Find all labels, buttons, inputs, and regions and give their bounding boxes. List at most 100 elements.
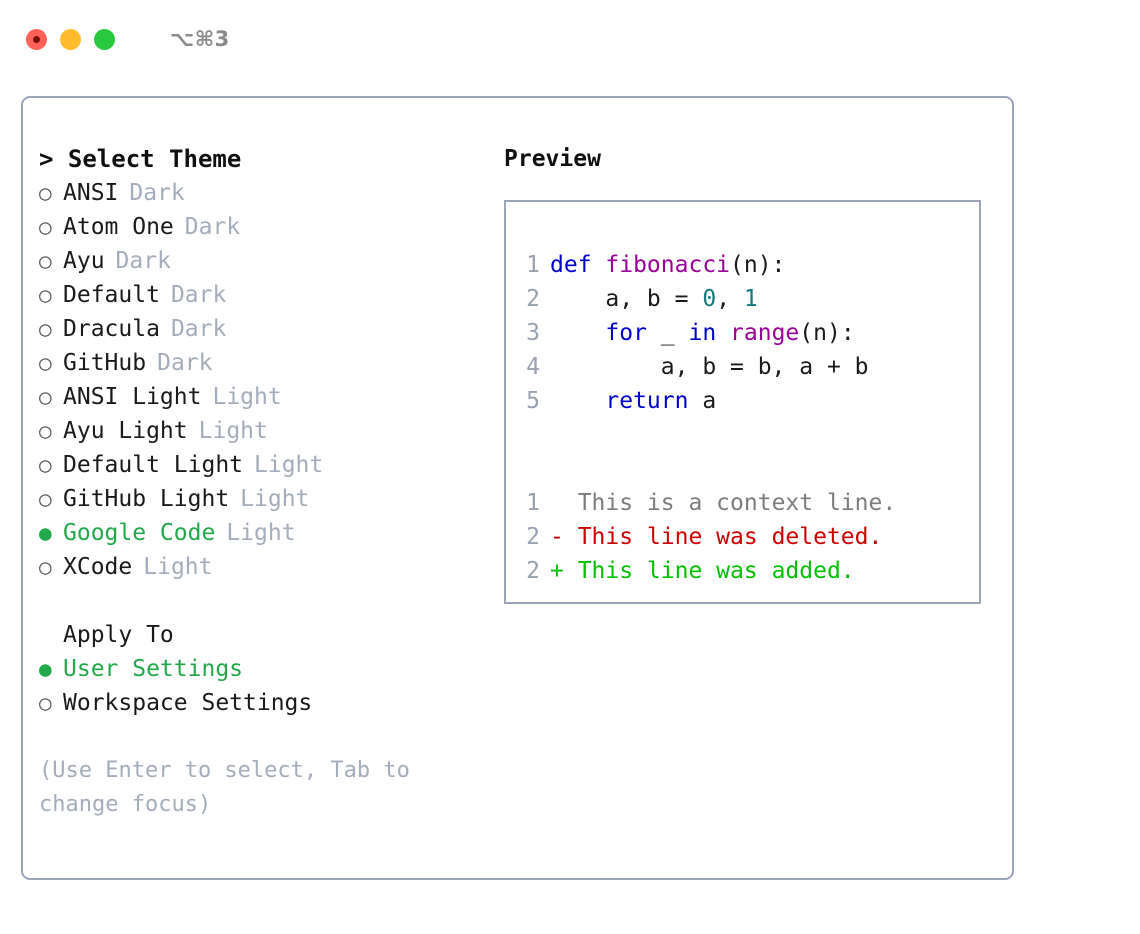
theme-name: Default Light (63, 452, 244, 478)
theme-kind: Dark (157, 350, 213, 376)
radio-unselected-icon: ○ (39, 181, 52, 205)
theme-list: ○ ANSI Dark ○ Atom One Dark ○ Ayu Dark (39, 176, 485, 584)
radio-selected-icon: ● (39, 521, 52, 545)
radio-selected-icon: ● (39, 657, 52, 681)
radio-unselected-icon: ○ (39, 283, 52, 307)
theme-name: ANSI Light (63, 384, 202, 410)
radio-unselected-icon: ○ (39, 385, 52, 409)
code-token: , (716, 286, 744, 312)
code-token (550, 320, 605, 346)
code-content: return a (550, 384, 716, 418)
radio-unselected-icon: ○ (39, 419, 52, 443)
select-theme-header: > Select Theme (39, 145, 242, 173)
theme-option-ansi-light[interactable]: ○ ANSI Light Light (39, 380, 485, 414)
code-row: 3 for _ in range(n): (522, 316, 979, 350)
code-token (716, 320, 730, 346)
maximize-window-button[interactable] (94, 28, 115, 50)
theme-name: Atom One (63, 214, 174, 240)
theme-option-default[interactable]: ○ Default Dark (39, 278, 485, 312)
line-number: 3 (526, 320, 540, 346)
main-frame: > Select Theme ○ ANSI Dark ○ Atom One Da… (21, 96, 1014, 880)
diff-marker: + (550, 558, 564, 584)
theme-kind: Light (254, 452, 324, 478)
line-number: 2 (526, 286, 540, 312)
theme-option-github[interactable]: ○ GitHub Dark (39, 346, 485, 380)
radio-unselected-icon: ○ (39, 453, 52, 477)
code-row: 1 def fibonacci(n): (522, 248, 979, 282)
code-token: a, b = b, a + b (550, 354, 869, 380)
apply-to-label: Workspace Settings (63, 690, 313, 716)
radio-unselected-icon: ○ (39, 691, 52, 715)
theme-option-default-light[interactable]: ○ Default Light Light (39, 448, 485, 482)
theme-picker-panel: > Select Theme ○ ANSI Dark ○ Atom One Da… (23, 142, 485, 878)
code-token: 0 (702, 286, 717, 312)
apply-to-list: ● User Settings ○ Workspace Settings (39, 652, 485, 720)
apply-to-label: User Settings (63, 656, 244, 682)
line-number: 2 (526, 524, 540, 550)
theme-option-ayu[interactable]: ○ Ayu Dark (39, 244, 485, 278)
theme-option-atom-one[interactable]: ○ Atom One Dark (39, 210, 485, 244)
diff-content: This line was deleted. (563, 524, 883, 550)
preview-box: 1 def fibonacci(n): 2 a, b = 0, 1 3 for … (504, 200, 981, 604)
theme-kind: Dark (115, 248, 171, 274)
code-token (550, 388, 605, 414)
preview-panel: Preview 1 def fibonacci(n): 2 a, b = 0, … (485, 142, 1012, 878)
theme-kind: Dark (184, 214, 241, 240)
code-token: for (605, 320, 647, 346)
theme-kind: Dark (129, 180, 185, 206)
apply-to-header: Apply To (63, 622, 174, 648)
diff-sample: 1 This is a context line. 2 - This line … (522, 486, 979, 588)
radio-unselected-icon: ○ (39, 317, 52, 341)
theme-name: Dracula (63, 316, 160, 342)
apply-to-option-workspace-settings[interactable]: ○ Workspace Settings (39, 686, 485, 720)
code-row: 5 return a (522, 384, 979, 418)
code-token: fibonacci (605, 252, 731, 278)
theme-name: XCode (63, 554, 133, 580)
code-token: a, b = (550, 286, 703, 312)
code-token: 1 (743, 286, 758, 312)
theme-name: GitHub Light (63, 486, 230, 512)
line-number: 1 (526, 252, 540, 278)
theme-name: GitHub (63, 350, 147, 376)
theme-name: ANSI (63, 180, 119, 206)
theme-name: Default (63, 282, 160, 308)
list-spacer (39, 584, 485, 618)
theme-option-ayu-light[interactable]: ○ Ayu Light Light (39, 414, 485, 448)
theme-option-github-light[interactable]: ○ GitHub Light Light (39, 482, 485, 516)
theme-kind: Light (240, 486, 310, 512)
code-token: _ (646, 320, 689, 346)
radio-unselected-icon: ○ (39, 215, 52, 239)
theme-name: Google Code (63, 520, 216, 546)
theme-kind: Light (143, 554, 213, 580)
code-content: a, b = 0, 1 (550, 282, 758, 316)
theme-option-xcode[interactable]: ○ XCode Light (39, 550, 485, 584)
code-token: (n): (799, 320, 855, 346)
apply-to-option-user-settings[interactable]: ● User Settings (39, 652, 485, 686)
theme-kind: Dark (170, 282, 227, 308)
diff-content: This line was added. (563, 558, 855, 584)
diff-row-added: 2 + This line was added. (522, 554, 979, 588)
theme-kind: Light (212, 384, 282, 410)
diff-marker: - (550, 524, 564, 550)
keyboard-hint-text: (Use Enter to select, Tab to change focu… (39, 758, 424, 817)
theme-option-dracula[interactable]: ○ Dracula Dark (39, 312, 485, 346)
code-row: 4 a, b = b, a + b (522, 350, 979, 384)
line-number: 5 (526, 388, 540, 414)
radio-unselected-icon: ○ (39, 249, 52, 273)
code-content: a, b = b, a + b (550, 350, 869, 384)
minimize-window-button[interactable] (60, 28, 81, 50)
preview-spacer (522, 418, 979, 452)
radio-unselected-icon: ○ (39, 555, 52, 579)
theme-kind: Dark (170, 316, 227, 342)
code-token: a (688, 388, 717, 414)
code-token: in (688, 320, 717, 346)
theme-name: Ayu (63, 248, 105, 274)
diff-row-deleted: 2 - This line was deleted. (522, 520, 979, 554)
code-token: return (605, 388, 689, 414)
theme-option-google-code[interactable]: ● Google Code Light (39, 516, 485, 550)
window-controls (26, 28, 115, 50)
theme-option-ansi[interactable]: ○ ANSI Dark (39, 176, 485, 210)
line-number: 1 (526, 490, 540, 516)
close-window-button[interactable] (26, 28, 47, 50)
